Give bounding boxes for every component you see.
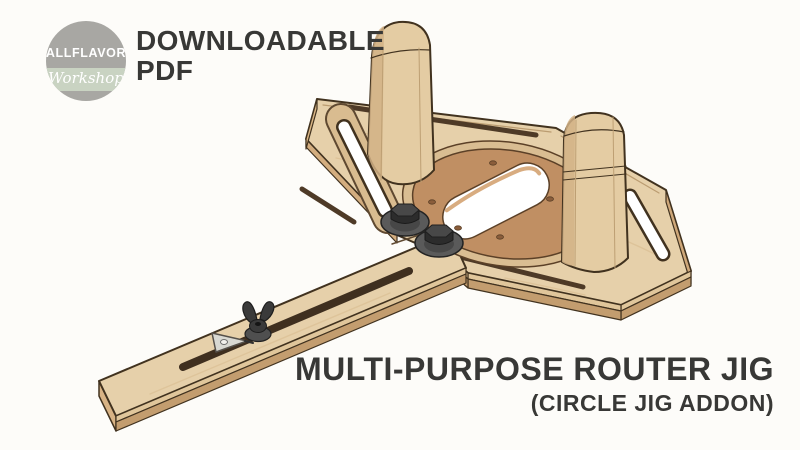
left-handle	[367, 20, 435, 186]
circle-guide-arm	[98, 224, 467, 432]
circle-jig-disc	[401, 140, 609, 268]
header-line-2: PDF	[136, 54, 194, 86]
title-sub: (CIRCLE JIG ADDON)	[530, 389, 774, 416]
handle-shading	[368, 26, 384, 178]
wood-grain	[149, 292, 391, 395]
logo-brand-text: ALLFLAVOR	[46, 46, 126, 60]
title-main: MULTI-PURPOSE ROUTER JIG	[295, 351, 774, 387]
logo-script-text: Workshop	[48, 69, 124, 87]
hex-bolt-upper	[380, 203, 430, 237]
right-guide-slot	[622, 188, 671, 262]
wing-nut	[242, 301, 275, 343]
metal-pointer	[211, 332, 254, 353]
downloadable-pdf-label: DOWNLOADABLE PDF	[136, 26, 385, 86]
left-guide-slot	[325, 103, 404, 234]
disc-screw-holes	[428, 160, 554, 240]
right-handle	[561, 111, 629, 273]
logo-band: Workshop	[46, 68, 126, 91]
header-line-1: DOWNLOADABLE	[136, 25, 385, 56]
product-title: MULTI-PURPOSE ROUTER JIG (CIRCLE JIG ADD…	[295, 351, 774, 416]
allflavor-workshop-logo: ALLFLAVOR Workshop	[46, 21, 126, 101]
handle-shading	[562, 115, 575, 266]
arm-edge	[115, 273, 467, 432]
hex-bolt-lower	[414, 224, 464, 258]
